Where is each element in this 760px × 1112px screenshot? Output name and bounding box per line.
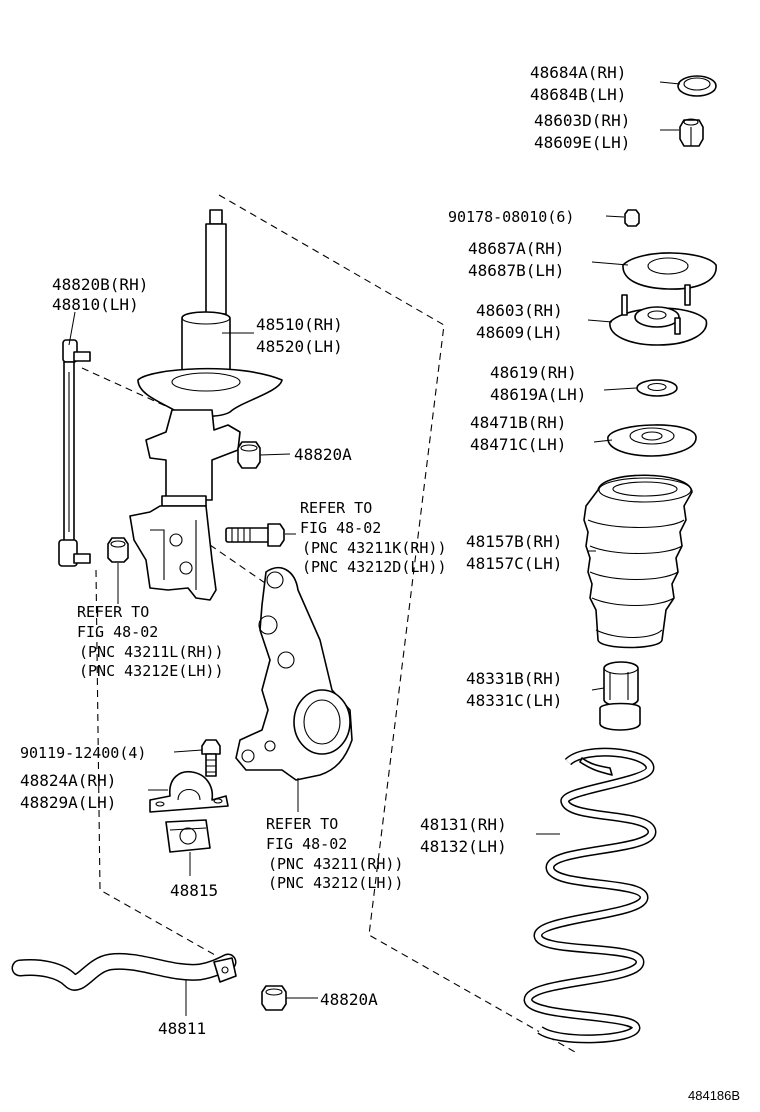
strut-mount [609, 284, 708, 346]
assembly-dashed-outline [218, 194, 576, 1053]
label-48684a: 48684A(RH) [530, 63, 626, 82]
label-48815: 48815 [170, 881, 218, 900]
label-48157c: 48157C(LH) [466, 554, 562, 573]
mount-nut [679, 118, 704, 147]
label-48331b: 48331B(RH) [466, 669, 562, 688]
label-48603: 48603(RH) [476, 301, 563, 320]
stabilizer-link [58, 339, 91, 567]
label-48820b: 48820B(RH) [52, 275, 148, 294]
label-48609: 48609(LH) [476, 323, 563, 342]
label-48471b: 48471B(RH) [470, 413, 566, 432]
small-nut [624, 209, 640, 227]
knuckle-dashed-line [209, 544, 269, 586]
label-48820a-bottom: 48820A [320, 990, 378, 1009]
label-48471c: 48471C(LH) [470, 435, 566, 454]
label-48810: 48810(LH) [52, 295, 139, 314]
bracket-bolt [201, 739, 221, 777]
label-48331c: 48331C(LH) [466, 691, 562, 710]
stabilizer-dashed-line [81, 367, 216, 956]
stabilizer-bar [11, 952, 237, 991]
label-90178: 90178-08010(6) [448, 208, 574, 226]
ref-nut-line4: (PNC 43212E(LH)) [79, 662, 224, 680]
figure-code: 484186B [688, 1088, 740, 1103]
ref-knuckle-line4: (PNC 43212(LH)) [268, 874, 403, 892]
label-48811: 48811 [158, 1019, 206, 1038]
label-48619: 48619(RH) [490, 363, 577, 382]
label-48603d: 48603D(RH) [534, 111, 630, 130]
steering-knuckle [235, 566, 353, 781]
lock-nut-lower [261, 985, 287, 1011]
label-48619a: 48619A(LH) [490, 385, 586, 404]
label-48687a: 48687A(RH) [468, 239, 564, 258]
label-90119: 90119-12400(4) [20, 744, 146, 762]
ref-knuckle-line2: FIG 48-02 [266, 835, 347, 853]
label-48157b: 48157B(RH) [466, 532, 562, 551]
coil-spring [523, 747, 657, 1044]
dust-seal-washer [677, 75, 717, 97]
label-48520: 48520(LH) [256, 337, 343, 356]
bump-stopper [599, 661, 641, 731]
knuckle-nut [107, 537, 129, 563]
lock-nut-upper [237, 441, 261, 469]
label-48687b: 48687B(LH) [468, 261, 564, 280]
dust-boot [583, 474, 693, 649]
label-48132: 48132(LH) [420, 837, 507, 856]
spring-seat-upper [607, 424, 697, 457]
label-48510: 48510(RH) [256, 315, 343, 334]
label-48829a: 48829A(LH) [20, 793, 116, 812]
ref-knuckle-bolt-line4: (PNC 43212D(LH)) [302, 558, 447, 576]
shock-absorber-strut [129, 209, 283, 601]
knuckle-bolt [225, 523, 285, 547]
ref-knuckle-bolt-line1: REFER TO [300, 499, 372, 517]
label-48820a-top: 48820A [294, 445, 352, 464]
mount-insulator-plate [622, 252, 717, 290]
label-48131: 48131(RH) [420, 815, 507, 834]
stabilizer-bushing [165, 819, 211, 853]
label-48609e: 48609E(LH) [534, 133, 630, 152]
label-48824a: 48824A(RH) [20, 771, 116, 790]
ref-knuckle-bolt-line2: FIG 48-02 [300, 519, 381, 537]
bushing-bracket [149, 770, 229, 813]
leader-lines [68, 81, 681, 1016]
ref-knuckle-line1: REFER TO [266, 815, 338, 833]
ref-nut-line3: (PNC 43211L(RH)) [79, 643, 224, 661]
ref-nut-line2: FIG 48-02 [77, 623, 158, 641]
ref-knuckle-bolt-line3: (PNC 43211K(RH)) [302, 539, 447, 557]
mount-washer [636, 379, 678, 397]
ref-nut-line1: REFER TO [77, 603, 149, 621]
label-48684b: 48684B(LH) [530, 85, 626, 104]
ref-knuckle-line3: (PNC 43211(RH)) [268, 855, 403, 873]
